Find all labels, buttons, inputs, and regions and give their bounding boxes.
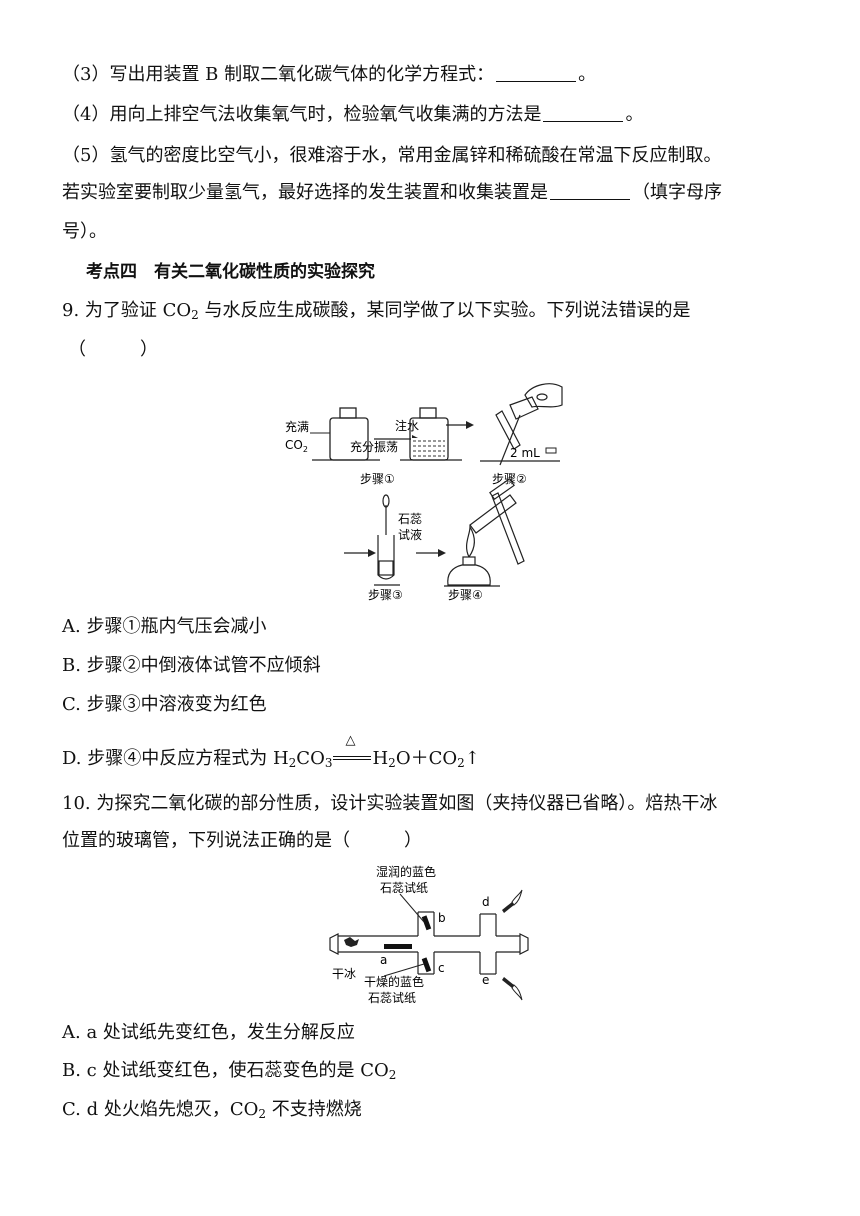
wet-litmus-paper-c bbox=[421, 957, 432, 973]
q10-c-sub: 2 bbox=[258, 1107, 266, 1121]
q10-stem-line2: 位置的玻璃管，下列说法正确的是（ ） bbox=[62, 830, 422, 851]
q5-line3: 号）。 bbox=[62, 221, 107, 242]
fig-label-dryice: 干冰 bbox=[332, 967, 356, 981]
q10-c-after: 不支持燃烧 bbox=[266, 1099, 362, 1120]
fig-step1: 步骤① bbox=[360, 472, 395, 486]
fig-label-2ml: 2 mL bbox=[510, 446, 540, 460]
section-heading: 考点四 有关二氧化碳性质的实验探究 bbox=[86, 262, 375, 282]
fig-label-c: c bbox=[438, 961, 445, 975]
q9-d-sub3: 2 bbox=[388, 756, 396, 770]
fig-label-wet2: 石蕊试纸 bbox=[380, 880, 428, 895]
q4-answer-blank[interactable] bbox=[543, 105, 624, 122]
wet-litmus-paper-b bbox=[421, 915, 432, 931]
q10-apparatus-figure: 湿润的蓝色 石蕊试纸 bbox=[329, 864, 529, 1005]
q9-stem-line1: 9. 为了验证 CO2 与水反应生成碳酸，某同学做了以下实验。下列说法错误的是 bbox=[62, 300, 691, 322]
q9-d-h: H bbox=[372, 748, 389, 769]
q9-stem-b: 与水反应生成碳酸，某同学做了以下实验。下列说法错误的是 bbox=[198, 300, 691, 321]
q10-option-a[interactable]: A. a 处试纸先变红色，发生分解反应 bbox=[62, 1022, 355, 1043]
fig-label-dry2: 石蕊试纸 bbox=[368, 990, 416, 1005]
q9-d-sub2: 3 bbox=[324, 756, 333, 770]
q3-text: （3）写出用装置 B 制取二氧化碳气体的化学方程式： bbox=[62, 64, 495, 85]
q10-b-text: B. c 处试纸变红色，使石蕊变色的是 CO bbox=[62, 1060, 389, 1081]
reaction-condition-arrow: △ bbox=[332, 733, 372, 770]
q4-text: （4）用向上排空气法收集氧气时，检验氧气收集满的方法是 bbox=[62, 104, 542, 125]
fig-label-water: 注水 bbox=[395, 418, 419, 433]
fig-label-shake: 充分振荡 bbox=[350, 439, 398, 454]
q9-d-text: D. 步骤④中反应方程式为 H bbox=[62, 748, 289, 769]
gas-up-arrow-icon: ↑ bbox=[464, 748, 480, 769]
q5-text-after: （填字母序 bbox=[632, 182, 722, 203]
q9-experiment-figure: 充满 CO2 注水 充分振荡 2 mL 步骤① 步骤② bbox=[285, 383, 563, 602]
q10-option-c[interactable]: C. d 处火焰先熄灭，CO2 不支持燃烧 bbox=[62, 1099, 362, 1121]
fig-label-e: e bbox=[482, 973, 489, 987]
fig-label-b: b bbox=[438, 911, 446, 925]
q4-end: 。 bbox=[625, 104, 644, 125]
fig-label-full: 充满 bbox=[285, 419, 309, 434]
q9-stem-line2: （ ） bbox=[68, 339, 158, 360]
q5-line1: （5）氢气的密度比空气小，很难溶于水，常用金属锌和稀硫酸在常温下反应制取。 bbox=[62, 145, 722, 166]
fig-label-dry1: 干燥的蓝色 bbox=[364, 974, 424, 989]
q9-option-c[interactable]: C. 步骤③中溶液变为红色 bbox=[62, 694, 267, 715]
fig-step4: 步骤④ bbox=[448, 588, 483, 602]
glass-tube-apparatus bbox=[329, 911, 529, 975]
q9-stem-sub: 2 bbox=[191, 308, 199, 322]
q5-line2: 若实验室要制取少量氢气，最好选择的发生装置和收集装置是 （填字母序 bbox=[62, 182, 722, 204]
candle-flame-e bbox=[502, 977, 523, 1001]
q10-option-b[interactable]: B. c 处试纸变红色，使石蕊变色的是 CO2 bbox=[62, 1060, 396, 1082]
heat-condition-icon: △ bbox=[345, 733, 356, 748]
q9-d-o-co: O＋CO bbox=[395, 748, 458, 769]
q9-d-sub1: 2 bbox=[288, 756, 297, 770]
q10-b-sub: 2 bbox=[388, 1068, 397, 1082]
q10-c-text: C. d 处火焰先熄灭，CO bbox=[62, 1099, 259, 1120]
q9-stem-a: 9. 为了验证 CO bbox=[62, 300, 192, 321]
fig-label-d: d bbox=[482, 895, 490, 909]
test-tube-with-dropper bbox=[377, 494, 395, 580]
q9-option-b[interactable]: B. 步骤②中倒液体试管不应倾斜 bbox=[62, 655, 321, 676]
alcohol-lamp-heating bbox=[447, 478, 525, 586]
q3-line: （3）写出用装置 B 制取二氧化碳气体的化学方程式： 。 bbox=[62, 64, 596, 86]
fig-label-wet1: 湿润的蓝色 bbox=[376, 864, 436, 879]
fig-step3: 步骤③ bbox=[368, 588, 403, 602]
q5-answer-blank[interactable] bbox=[550, 183, 630, 200]
q9-option-a[interactable]: A. 步骤①瓶内气压会减小 bbox=[62, 616, 267, 637]
candle-flame-d bbox=[502, 889, 523, 913]
q5-text: 若实验室要制取少量氢气，最好选择的发生装置和收集装置是 bbox=[62, 182, 548, 203]
q3-end: 。 bbox=[578, 64, 597, 85]
q10-stem-line1: 10. 为探究二氧化碳的部分性质，设计实验装置如图（夹持仪器已省略）。焙热干冰 bbox=[62, 793, 718, 814]
fig-label-a: a bbox=[380, 953, 387, 967]
fig-label-litmus2: 试液 bbox=[398, 527, 422, 542]
q4-line: （4）用向上排空气法收集氧气时，检验氧气收集满的方法是 。 bbox=[62, 104, 643, 126]
fig-label-litmus1: 石蕊 bbox=[398, 512, 422, 526]
dry-ice bbox=[344, 937, 359, 947]
pouring-hand-illustration bbox=[495, 383, 563, 466]
fig-label-co2: CO2 bbox=[285, 438, 308, 454]
q9-option-d[interactable]: D. 步骤④中反应方程式为 H2CO3△H2O＋CO2↑ bbox=[62, 733, 480, 770]
q9-d-co: CO bbox=[296, 748, 325, 769]
q9-d-sub4: 2 bbox=[457, 756, 465, 770]
q3-answer-blank[interactable] bbox=[496, 65, 577, 82]
dry-litmus-paper-a bbox=[384, 944, 412, 949]
